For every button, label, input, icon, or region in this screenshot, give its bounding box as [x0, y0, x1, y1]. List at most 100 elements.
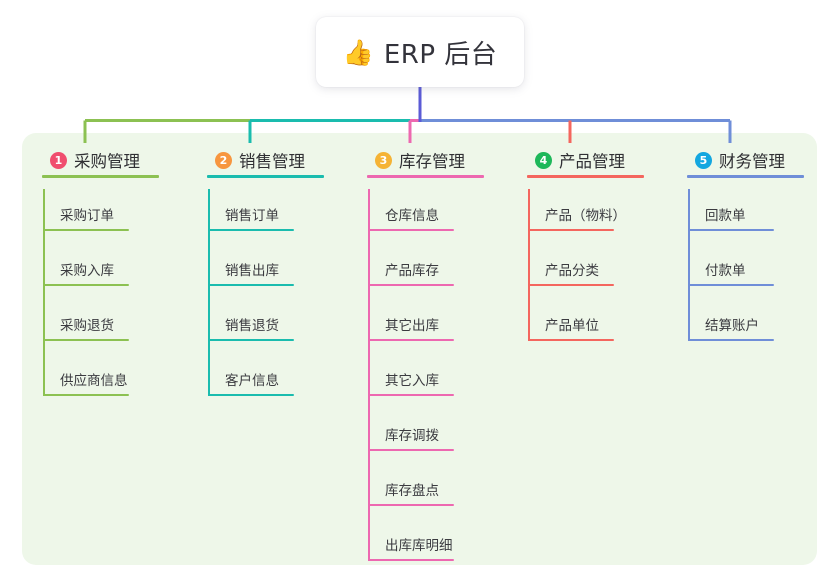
branch-header-underline	[527, 175, 644, 178]
branch-header-5[interactable]: 5 财务管理	[677, 143, 837, 178]
branch-item-underline	[368, 504, 454, 506]
branch-header-underline	[687, 175, 804, 178]
branch-item-underline	[368, 339, 454, 341]
branch-item-underline	[43, 394, 129, 396]
branch-number-badge: 5	[695, 151, 712, 169]
branch-number-badge: 3	[375, 151, 392, 169]
branch-item-label: 销售订单	[225, 208, 279, 224]
branch-header-1[interactable]: 1 采购管理	[32, 143, 192, 178]
branch-title: 销售管理	[239, 152, 305, 171]
branch-item[interactable]: 销售订单	[197, 189, 357, 244]
branch-item[interactable]: 产品单位	[517, 299, 677, 354]
branch-item[interactable]: 库存调拨	[357, 409, 517, 464]
branch-trunk-line	[528, 189, 530, 341]
branch-item-label: 库存调拨	[385, 428, 439, 444]
branch-item-underline	[368, 229, 454, 231]
branch-item-label: 库存盘点	[385, 483, 439, 499]
branch-trunk-line	[43, 189, 45, 396]
branch-item-list: 回款单付款单结算账户	[677, 189, 837, 354]
branch-item[interactable]: 采购退货	[32, 299, 192, 354]
branch-item[interactable]: 出库库明细	[357, 519, 517, 574]
branch-column-4: 4 产品管理产品（物料） 产品分类产品单位	[517, 143, 677, 354]
branch-item-label: 仓库信息	[385, 208, 439, 224]
branch-item[interactable]: 仓库信息	[357, 189, 517, 244]
branch-item[interactable]: 产品库存	[357, 244, 517, 299]
branch-item-label: 销售出库	[225, 263, 279, 279]
branch-item-label: 采购退货	[60, 318, 114, 334]
branch-item[interactable]: 客户信息	[197, 354, 357, 409]
branch-item-underline	[528, 229, 614, 231]
branch-item-label: 产品（物料）	[545, 208, 626, 224]
branch-item-label: 供应商信息	[60, 373, 128, 389]
branch-item-label: 其它出库	[385, 318, 439, 334]
branch-item-label: 出库库明细	[385, 538, 453, 554]
branch-trunk-line	[688, 189, 690, 341]
branch-title: 产品管理	[559, 152, 625, 171]
branch-item-underline	[688, 229, 774, 231]
branch-item-underline	[368, 284, 454, 286]
branch-item-label: 采购入库	[60, 263, 114, 279]
branch-item-underline	[368, 559, 454, 561]
branch-item-label: 产品单位	[545, 318, 599, 334]
branch-item[interactable]: 付款单	[677, 244, 837, 299]
branch-title: 财务管理	[719, 152, 785, 171]
branch-column-5: 5 财务管理回款单付款单结算账户	[677, 143, 837, 354]
branch-number-badge: 4	[535, 151, 552, 169]
root-node-title: ERP 后台	[383, 39, 498, 70]
branch-item-underline	[528, 339, 614, 341]
branch-item-label: 采购订单	[60, 208, 114, 224]
thumbs-up-icon: 👍	[342, 37, 374, 67]
branch-title: 采购管理	[74, 152, 140, 171]
branch-header-underline	[42, 175, 159, 178]
branch-number-badge: 1	[50, 151, 67, 169]
branch-item[interactable]: 销售退货	[197, 299, 357, 354]
branch-item-list: 销售订单销售出库销售退货客户信息	[197, 189, 357, 409]
branch-item-underline	[528, 284, 614, 286]
branch-item-list: 采购订单采购入库采购退货供应商信息	[32, 189, 192, 409]
branch-item[interactable]: 采购入库	[32, 244, 192, 299]
root-node-erp-backend[interactable]: 👍 ERP 后台	[316, 17, 524, 87]
branch-item[interactable]: 库存盘点	[357, 464, 517, 519]
branch-item-underline	[43, 229, 129, 231]
branch-item-underline	[688, 284, 774, 286]
branch-item[interactable]: 其它出库	[357, 299, 517, 354]
branch-item-underline	[208, 284, 294, 286]
branch-item-underline	[208, 229, 294, 231]
branch-trunk-line	[208, 189, 210, 396]
branch-item[interactable]: 其它入库	[357, 354, 517, 409]
branch-item-label: 结算账户	[705, 318, 759, 334]
branch-item[interactable]: 结算账户	[677, 299, 837, 354]
branch-item-label: 产品库存	[385, 263, 439, 279]
branch-item-underline	[208, 339, 294, 341]
branch-item-label: 产品分类	[545, 263, 599, 279]
branch-item[interactable]: 回款单	[677, 189, 837, 244]
branch-item-label: 付款单	[705, 263, 746, 279]
branch-column-1: 1 采购管理采购订单采购入库采购退货供应商信息	[32, 143, 192, 409]
branch-item-label: 其它入库	[385, 373, 439, 389]
branch-item[interactable]: 产品（物料）	[517, 189, 677, 244]
branch-item-underline	[43, 284, 129, 286]
branch-item-label: 客户信息	[225, 373, 279, 389]
branch-item-underline	[368, 449, 454, 451]
branch-item[interactable]: 产品分类	[517, 244, 677, 299]
branch-item[interactable]: 供应商信息	[32, 354, 192, 409]
branch-item-label: 回款单	[705, 208, 746, 224]
branch-item-label: 销售退货	[225, 318, 279, 334]
branch-item[interactable]: 销售出库	[197, 244, 357, 299]
branch-item[interactable]: 采购订单	[32, 189, 192, 244]
branch-item-underline	[208, 394, 294, 396]
branch-trunk-line	[368, 189, 370, 561]
branch-header-4[interactable]: 4 产品管理	[517, 143, 677, 178]
branch-header-underline	[367, 175, 484, 178]
branches-panel	[22, 133, 817, 565]
branch-header-underline	[207, 175, 324, 178]
root-node-content: 👍 ERP 后台	[343, 34, 498, 71]
branch-item-underline	[368, 394, 454, 396]
branch-item-list: 产品（物料） 产品分类产品单位	[517, 189, 677, 354]
